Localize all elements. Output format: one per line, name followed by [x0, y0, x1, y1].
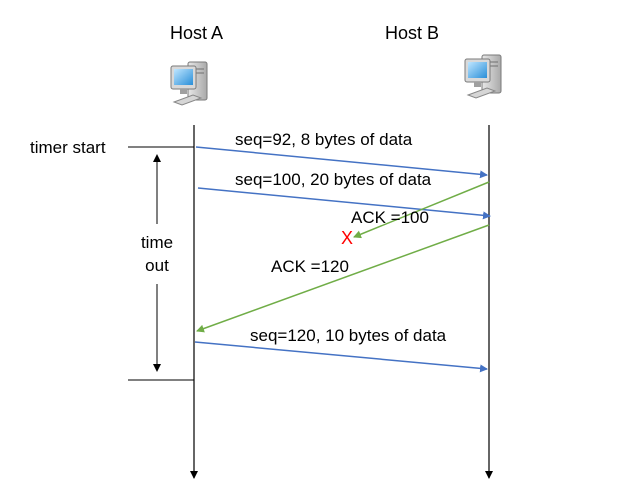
timeout-arrowhead-down	[153, 364, 161, 372]
host-a-label: Host A	[170, 23, 224, 43]
host-b-label: Host B	[385, 23, 440, 43]
timeout-arrowhead-up	[153, 154, 161, 162]
message-arrow-seq120	[194, 341, 488, 373]
message-arrow-seq100	[197, 187, 491, 220]
timeout-label-line1: time	[140, 233, 174, 252]
message-label-ack100: ACK =100	[351, 208, 429, 227]
timer-start-label: timer start	[30, 138, 106, 157]
message-label-seq92: seq=92, 8 bytes of data	[235, 130, 413, 149]
message-label-seq100: seq=100, 20 bytes of data	[235, 170, 432, 189]
message-arrow-ack120	[196, 224, 490, 333]
timeout-label-line2: out	[145, 256, 169, 275]
message-arrow-seq92	[195, 146, 488, 179]
message-arrow-ack100	[353, 181, 490, 239]
host-a-computer-icon	[170, 61, 208, 106]
message-label-seq120: seq=120, 10 bytes of data	[250, 326, 447, 345]
message-label-ack120: ACK =120	[271, 257, 349, 276]
host-b-computer-icon	[464, 54, 502, 99]
packet-loss-marker: X	[341, 228, 354, 248]
